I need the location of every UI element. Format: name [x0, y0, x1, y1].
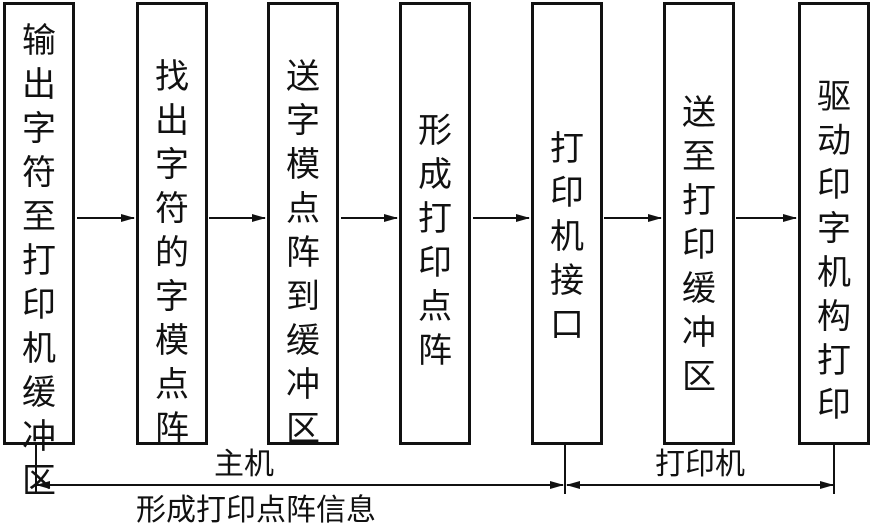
box-send-to-print-buffer: 送 至 打 印 缓 冲 区: [663, 2, 735, 445]
box-output-to-buffer: 输 出 字 符 至 打 印 机 缓 冲 区: [3, 2, 75, 501]
box-label: 形 成 打 印 点 阵: [418, 111, 452, 371]
box-label: 驱 动 印 字 机 构 打 印: [817, 77, 851, 425]
caption-label: 形成打印点阵信息: [136, 493, 376, 528]
box-label: 输 出 字 符 至 打 印 机 缓 冲 区: [22, 21, 56, 501]
box-label: 找 出 字 符 的 字 模 点 阵: [155, 57, 189, 449]
printer-label: 打印机: [655, 447, 745, 482]
box-form-print-matrix: 形 成 打 印 点 阵: [399, 2, 471, 445]
host-label: 主机: [214, 447, 274, 482]
box-label: 送 字 模 点 阵 到 缓 冲 区: [286, 57, 320, 449]
box-drive-print-mechanism: 驱 动 印 字 机 构 打 印: [798, 2, 870, 445]
box-label: 打 印 机 接 口: [550, 129, 584, 345]
box-send-matrix-to-buffer: 送 字 模 点 阵 到 缓 冲 区: [267, 2, 339, 449]
box-find-glyph-matrix: 找 出 字 符 的 字 模 点 阵: [136, 2, 208, 449]
box-printer-interface: 打 印 机 接 口: [531, 2, 603, 445]
box-label: 送 至 打 印 缓 冲 区: [682, 93, 716, 397]
